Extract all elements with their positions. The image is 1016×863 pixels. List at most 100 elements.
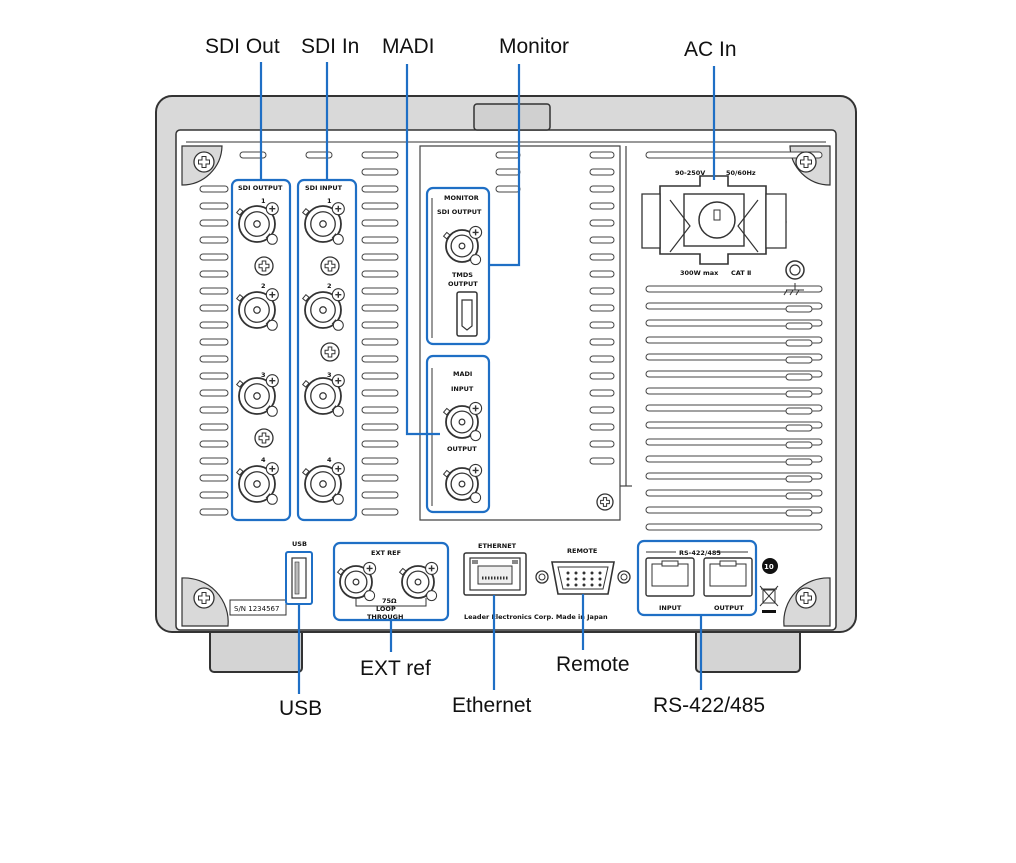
bnc-connector[interactable] — [442, 225, 483, 266]
monitor-sdi-output-label: SDI OUTPUT — [437, 208, 482, 216]
cat-label: CAT Ⅱ — [731, 269, 751, 277]
vent-slot — [199, 202, 229, 210]
vent-slot — [589, 423, 615, 431]
vent-slot — [199, 287, 229, 295]
rs-output-port[interactable] — [703, 557, 753, 597]
vent-slot — [645, 336, 823, 344]
sdi-output-port-4: 4 — [261, 456, 266, 464]
vent-slot — [589, 202, 615, 210]
bnc-connector[interactable] — [301, 374, 345, 417]
sdi-output-port-1: 1 — [261, 197, 266, 205]
bnc-connector[interactable] — [235, 462, 279, 505]
dsub-pin — [590, 577, 594, 581]
screw-icon — [320, 256, 340, 276]
screw-icon — [265, 288, 279, 302]
vent-slot — [361, 372, 399, 380]
dsub-pin — [598, 577, 602, 581]
vent-slot — [645, 489, 823, 497]
ethernet-port[interactable] — [463, 552, 527, 596]
vent-slot — [645, 404, 823, 412]
tmds-label-1: TMDS — [452, 271, 473, 279]
screw-icon — [596, 493, 614, 511]
through-label: THROUGH — [367, 613, 403, 621]
vent-slot — [361, 457, 399, 465]
vent-slot — [589, 372, 615, 380]
serial-plate — [229, 599, 287, 616]
monitor-label: MONITOR — [444, 194, 479, 202]
bnc-connector[interactable] — [235, 374, 279, 417]
vent-slot — [785, 407, 813, 415]
vent-slot — [589, 185, 615, 193]
bnc-connector[interactable] — [235, 288, 279, 331]
vent-slot — [645, 387, 823, 395]
vent-slot — [495, 168, 521, 176]
bnc-connector[interactable] — [235, 202, 279, 245]
sdi-input-port-1: 1 — [327, 197, 332, 205]
ac-inlet[interactable] — [641, 175, 787, 265]
ohm-label: 75Ω — [382, 597, 397, 605]
vent-slot — [361, 389, 399, 397]
bnc-connector[interactable] — [301, 288, 345, 331]
callout-monitor: Monitor — [499, 35, 569, 58]
remote-dsub-port[interactable] — [535, 561, 631, 595]
screw-icon — [469, 463, 483, 477]
dsub-pin — [566, 583, 570, 587]
rs-output-label: OUTPUT — [714, 604, 744, 612]
screw-icon — [469, 225, 483, 239]
hdmi-tmds-port[interactable] — [456, 291, 478, 337]
dsub-pin — [598, 571, 602, 575]
maker-label: Leader Electronics Corp. Made in Japan — [464, 613, 608, 621]
ext-ref-label: EXT REF — [371, 549, 401, 557]
screw-icon — [254, 428, 274, 448]
frequency-label: 50/60Hz — [726, 169, 756, 177]
vent-slot — [199, 440, 229, 448]
bnc-connector[interactable] — [442, 463, 483, 504]
screw-icon — [331, 288, 345, 302]
dsub-pin — [598, 583, 602, 587]
vent-slot — [361, 270, 399, 278]
vent-slot — [199, 321, 229, 329]
vent-slot — [589, 406, 615, 414]
vent-slot — [361, 423, 399, 431]
vent-slot — [199, 457, 229, 465]
vent-slot — [785, 356, 813, 364]
vent-slot — [199, 474, 229, 482]
sdi-input-label: SDI INPUT — [305, 184, 343, 192]
screw-icon — [265, 374, 279, 388]
sdi-input-port-4: 4 — [327, 456, 332, 464]
madi-label: MADI — [453, 370, 472, 378]
vent-slot — [199, 270, 229, 278]
vent-slot — [361, 321, 399, 329]
screw-icon — [331, 462, 345, 476]
bnc-connector[interactable] — [336, 561, 377, 602]
vent-slot — [361, 236, 399, 244]
vent-slot — [361, 202, 399, 210]
rs-input-port[interactable] — [645, 557, 695, 597]
vent-slot — [645, 506, 823, 514]
ground-terminal[interactable] — [785, 260, 805, 280]
vent-slot — [495, 185, 521, 193]
ground-icon — [783, 283, 804, 296]
usb-port[interactable] — [285, 551, 313, 605]
dsub-pin — [574, 583, 578, 587]
serial-number: S/N 1234567 — [234, 605, 279, 613]
bnc-connector[interactable] — [301, 462, 345, 505]
callout-ext-ref: EXT ref — [360, 657, 431, 680]
callout-sdi-in: SDI In — [301, 35, 359, 58]
callout-ac-in: AC In — [684, 38, 737, 61]
callout-sdi-out: SDI Out — [205, 35, 280, 58]
bnc-connector[interactable] — [301, 202, 345, 245]
sdi-output-port-3: 3 — [261, 371, 266, 379]
sdi-input-port-2: 2 — [327, 282, 332, 290]
vent-slot — [199, 423, 229, 431]
vent-slot — [645, 151, 823, 159]
bnc-connector[interactable] — [398, 561, 439, 602]
vent-slot — [785, 339, 813, 347]
power-max-label: 300W max — [680, 269, 719, 277]
vent-slot — [589, 457, 615, 465]
dsub-pin — [590, 583, 594, 587]
bnc-connector[interactable] — [442, 401, 483, 442]
vent-slot — [589, 287, 615, 295]
vent-slot — [645, 319, 823, 327]
